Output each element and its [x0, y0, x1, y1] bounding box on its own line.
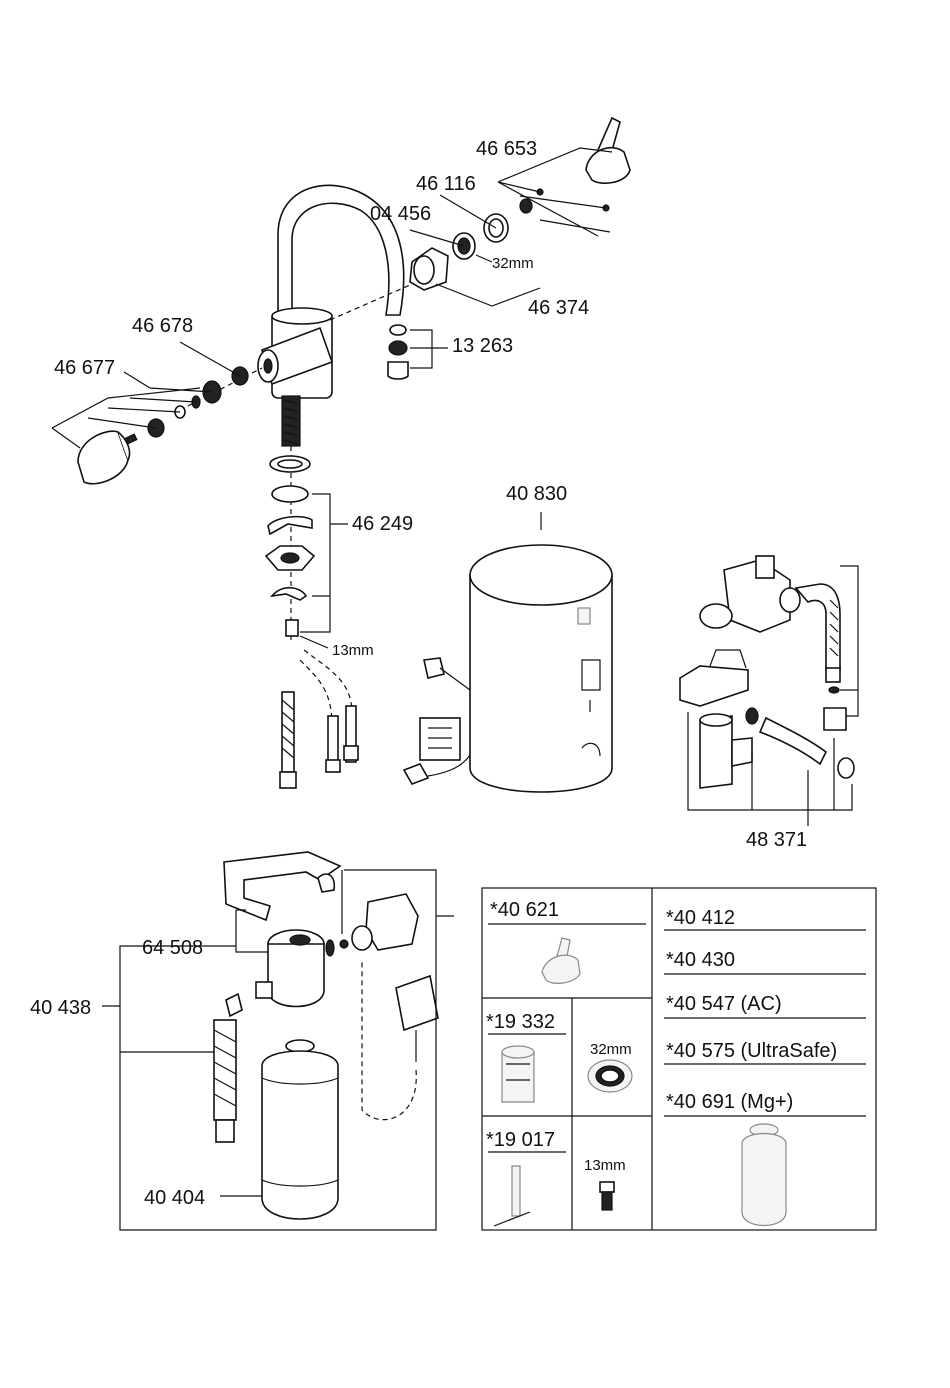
- thumb-13mm-nipple: [600, 1182, 614, 1210]
- mounting-parts: [266, 456, 358, 788]
- table-code-40547: *40 547 (AC): [666, 993, 782, 1015]
- label-46374: 46 374: [528, 297, 589, 319]
- label-13263: 13 263: [452, 335, 513, 357]
- boiler-drawing: [404, 512, 612, 792]
- faucet-drawing: [180, 185, 410, 640]
- filter-assembly-drawing: [102, 852, 454, 1230]
- thumb-cartridge: [742, 1124, 786, 1226]
- table-code-40621: *40 621: [490, 899, 559, 921]
- thumb-19017-tool: [494, 1166, 530, 1226]
- label-04456: 04 456: [370, 203, 431, 225]
- table-size-13mm: 13mm: [584, 1157, 626, 1174]
- thumb-40621-handle: [542, 938, 580, 983]
- label-46677: 46 677: [54, 357, 115, 379]
- label-40438: 40 438: [30, 997, 91, 1019]
- table-code-40691: *40 691 (Mg+): [666, 1091, 793, 1113]
- thumb-32mm-ring: [588, 1060, 632, 1092]
- label-48371: 48 371: [746, 829, 807, 851]
- mixing-valve-drawing: [680, 556, 858, 826]
- label-46653: 46 653: [476, 138, 537, 160]
- table-code-19332: *19 332: [486, 1011, 555, 1033]
- label-40830: 40 830: [506, 483, 567, 505]
- table-size-32mm: 32mm: [590, 1041, 632, 1058]
- label-46249: 46 249: [352, 513, 413, 535]
- table-code-19017: *19 017: [486, 1129, 555, 1151]
- label-64508: 64 508: [142, 937, 203, 959]
- label-13mm-upper: 13mm: [332, 642, 374, 659]
- label-46678: 46 678: [132, 315, 193, 337]
- table-code-40430: *40 430: [666, 949, 735, 971]
- table-code-40412: *40 412: [666, 907, 735, 929]
- aerator-parts: [388, 325, 448, 379]
- table-code-40575: *40 575 (UltraSafe): [666, 1040, 837, 1062]
- label-32mm-upper: 32mm: [492, 255, 534, 272]
- label-40404: 40 404: [144, 1187, 205, 1209]
- thumb-19332-cartridge: [502, 1046, 534, 1102]
- label-46116: 46 116: [416, 173, 476, 195]
